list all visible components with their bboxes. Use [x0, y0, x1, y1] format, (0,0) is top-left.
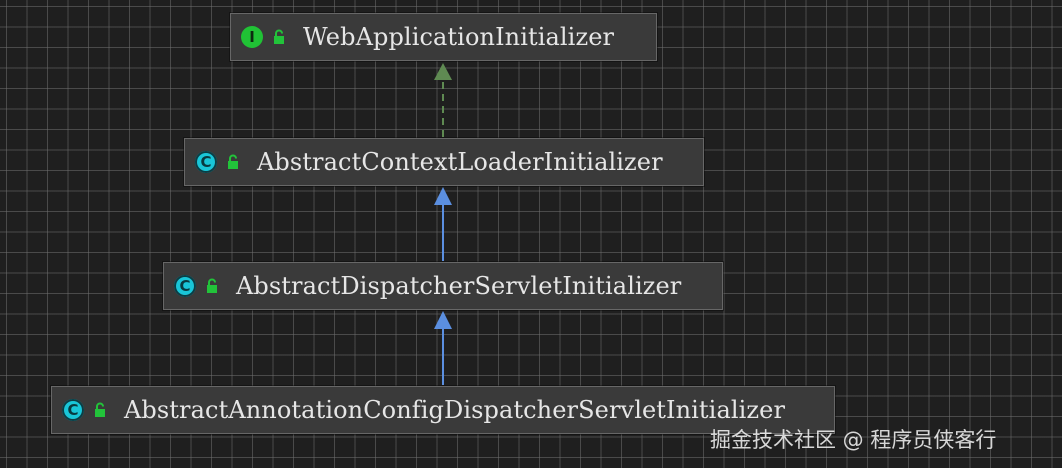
- public-lock-icon: [92, 402, 108, 418]
- edge-extends-1: [434, 187, 452, 261]
- public-lock-icon: [225, 154, 241, 170]
- class-icon: C: [174, 275, 196, 297]
- node-label: WebApplicationInitializer: [303, 23, 615, 51]
- class-icon: C: [195, 151, 217, 173]
- interface-icon: I: [241, 26, 263, 48]
- node-abstract-annotation-config-dispatcher-servlet-initializer[interactable]: C AbstractAnnotationConfigDispatcherServ…: [51, 386, 835, 434]
- watermark: 掘金技术社区 @ 程序员侠客行: [710, 428, 997, 452]
- edge-implements: [434, 63, 452, 137]
- edge-extends-2: [434, 311, 452, 385]
- node-web-application-initializer[interactable]: I WebApplicationInitializer: [230, 13, 657, 61]
- node-label: AbstractAnnotationConfigDispatcherServle…: [124, 396, 786, 424]
- node-abstract-context-loader-initializer[interactable]: C AbstractContextLoaderInitializer: [184, 138, 704, 186]
- public-lock-icon: [204, 278, 220, 294]
- node-abstract-dispatcher-servlet-initializer[interactable]: C AbstractDispatcherServletInitializer: [163, 262, 723, 310]
- node-label: AbstractDispatcherServletInitializer: [236, 272, 682, 300]
- node-label: AbstractContextLoaderInitializer: [257, 148, 663, 176]
- extends-arrowhead: [434, 187, 452, 205]
- class-icon: C: [62, 399, 84, 421]
- implements-arrowhead: [434, 63, 452, 80]
- extends-arrowhead: [434, 311, 452, 329]
- public-lock-icon: [271, 29, 287, 45]
